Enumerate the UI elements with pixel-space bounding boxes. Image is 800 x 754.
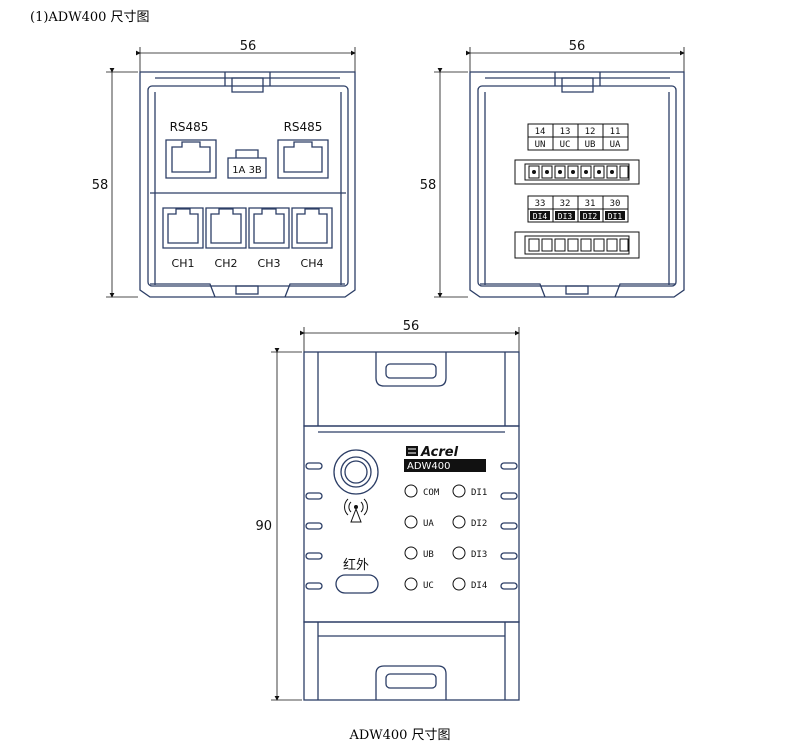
front-height-dim: 90 [255,519,272,534]
side-notches [305,462,518,590]
ch3-label: CH3 [258,257,281,270]
center-port [227,149,267,179]
svg-text:DI4: DI4 [533,212,548,221]
svg-text:11: 11 [610,127,621,137]
top-connector [514,159,640,185]
led-ua-label: UA [423,519,434,529]
led-uc-label: UC [423,581,434,591]
left-width-dim: 56 [240,39,257,54]
svg-text:UA: UA [610,140,621,150]
rs485-left-port [165,139,217,179]
led-ub-label: UB [423,550,434,560]
bottom-terminal-block: 33 32 31 30 DI4 DI3 DI2 DI1 [527,195,629,223]
wireless-icon [344,498,368,523]
right-width-dim: 56 [569,39,586,54]
page-heading: (1)ADW400 尺寸图 [30,10,150,25]
bottom-connector [514,231,640,259]
brand-logo [406,446,418,456]
led-column-left [404,484,418,591]
svg-text:31: 31 [585,199,596,209]
svg-text:UN: UN [535,140,546,150]
rs485-left-label: RS485 [170,120,209,134]
led-di2-label: DI2 [471,519,487,529]
model-bar [404,459,486,472]
svg-text:13: 13 [560,127,571,137]
svg-text:32: 32 [560,199,571,209]
figure-caption: ADW400 尺寸图 [349,728,451,743]
svg-text:DI2: DI2 [583,212,598,221]
model-name: ADW400 [407,461,451,472]
front-view: 56 90 [255,319,520,701]
brand-name: Acrel [420,445,459,460]
top-terminal-block: 14 13 12 11 UN UC UB UA [527,123,629,151]
rs485-right-label: RS485 [284,120,323,134]
svg-text:DI1: DI1 [608,212,623,221]
left-height-dim: 58 [92,178,109,193]
left-view: 56 58 RS485 RS485 1A 3B CH1 [92,39,356,298]
svg-text:UC: UC [560,140,571,150]
rs485-right-port [277,139,329,179]
ir-label: 红外 [343,557,369,573]
led-com-label: COM [423,488,440,498]
channel-ports [162,207,333,249]
ch2-label: CH2 [215,257,238,270]
led-di4-label: DI4 [471,581,487,591]
right-height-dim: 58 [420,178,437,193]
ir-window [335,574,379,594]
front-width-dim: 56 [403,319,420,334]
knob-icon [333,449,379,495]
svg-text:30: 30 [610,199,621,209]
svg-text:UB: UB [585,140,596,150]
led-di3-label: DI3 [471,550,487,560]
led-column-right [452,484,466,591]
svg-text:33: 33 [535,199,546,209]
center-port-label: 1A 3B [232,165,262,176]
svg-text:12: 12 [585,127,596,137]
led-di1-label: DI1 [471,488,487,498]
ch1-label: CH1 [172,257,195,270]
ch4-label: CH4 [301,257,324,270]
svg-text:DI3: DI3 [558,212,573,221]
right-view: 56 58 14 13 12 11 UN UC UB UA [420,39,685,298]
svg-text:14: 14 [535,127,546,137]
